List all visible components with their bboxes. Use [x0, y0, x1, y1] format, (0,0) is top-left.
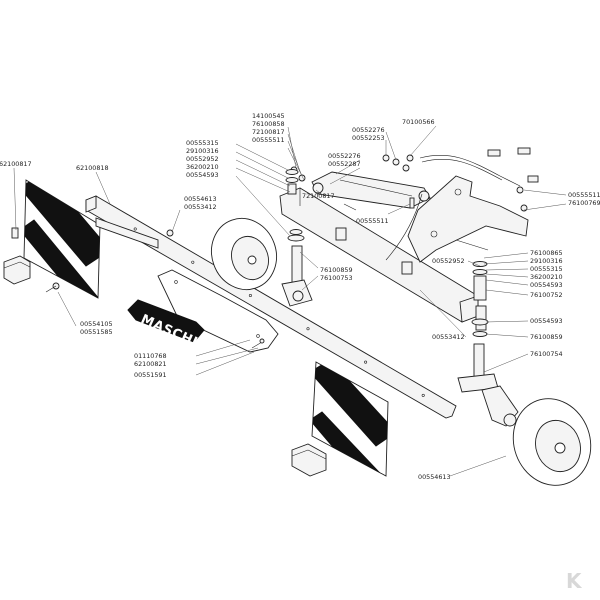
part-label: 76100753: [320, 274, 353, 282]
main-beam: [85, 195, 457, 419]
beam-hole: [191, 260, 195, 264]
part-label: 00555511: [356, 217, 389, 225]
part-label: 00555511: [568, 191, 600, 199]
part-label: 00554593: [186, 171, 219, 179]
spindle-left: [281, 229, 313, 307]
part-label: 29100316: [530, 257, 563, 265]
wheel-right: [512, 398, 592, 486]
part-label: 76100859: [320, 266, 353, 274]
part-label: 76100754: [530, 350, 563, 358]
beam-hole: [421, 393, 425, 397]
right-bracket: [407, 175, 529, 263]
part-label: 00555315: [530, 265, 563, 273]
part-label: 76100858: [252, 120, 285, 128]
part-label: 62100821: [134, 360, 167, 368]
part-label: 00551591: [134, 371, 167, 379]
wheel-left: [211, 217, 277, 291]
part-label: 00554613: [418, 473, 451, 481]
part-label: 76100865: [530, 249, 563, 257]
part-label: 00552287: [328, 160, 361, 168]
spindle-right: [457, 305, 519, 427]
part-label: 70100566: [402, 118, 435, 126]
part-label: 62100817: [0, 160, 32, 168]
part-label: 62100818: [76, 164, 109, 172]
beam-hole: [364, 360, 368, 364]
bolt-left: [45, 282, 60, 293]
part-label: 29100316: [186, 147, 219, 155]
reflector-left: [3, 227, 31, 285]
part-label: 00555511: [252, 136, 285, 144]
watermark-letter: K: [566, 569, 583, 593]
stack-left: [285, 169, 299, 195]
part-label: 00554593: [530, 317, 563, 325]
leader-lines: [13, 125, 567, 477]
part-label: 72100817: [302, 192, 335, 200]
part-label: 00554105: [80, 320, 113, 328]
part-label: 00554613: [184, 195, 217, 203]
small-bolts: [166, 197, 489, 349]
part-label: 14100545: [252, 112, 285, 120]
part-label: 00552253: [352, 134, 385, 142]
part-label: 36200210: [530, 273, 563, 281]
hydraulic-hoses: [385, 147, 539, 261]
part-label: 76100769: [568, 199, 600, 207]
hydraulic-cylinder: [311, 171, 431, 209]
part-label: 01110768: [134, 352, 167, 360]
part-label: 72100817: [252, 128, 285, 136]
stack-right: [472, 261, 488, 301]
part-labels: 62100817 62100818 00554613 00553412 0055…: [0, 112, 600, 481]
part-label: 00553412: [432, 333, 465, 341]
part-label: 36200210: [186, 163, 219, 171]
part-label: 00552276: [352, 126, 385, 134]
part-label: 00552952: [432, 257, 465, 265]
part-label: 00551585: [80, 328, 113, 336]
part-label: 00555315: [186, 139, 219, 147]
warning-sign-left: [23, 179, 101, 299]
beam-hole: [133, 227, 137, 231]
part-label: 76100752: [530, 291, 563, 299]
reflector-right: [291, 443, 327, 477]
fittings: [290, 154, 528, 212]
sign-bracket-left: [95, 217, 159, 249]
beam-hole: [306, 327, 310, 331]
beam-hole: [248, 293, 252, 297]
part-label: 00553412: [184, 203, 217, 211]
part-label: 00554593: [530, 281, 563, 289]
part-label: 00552952: [186, 155, 219, 163]
part-label: 00552276: [328, 152, 361, 160]
watermark-logo: K: [566, 569, 583, 593]
beam-holes: [133, 227, 425, 397]
part-label: 76100859: [530, 333, 563, 341]
